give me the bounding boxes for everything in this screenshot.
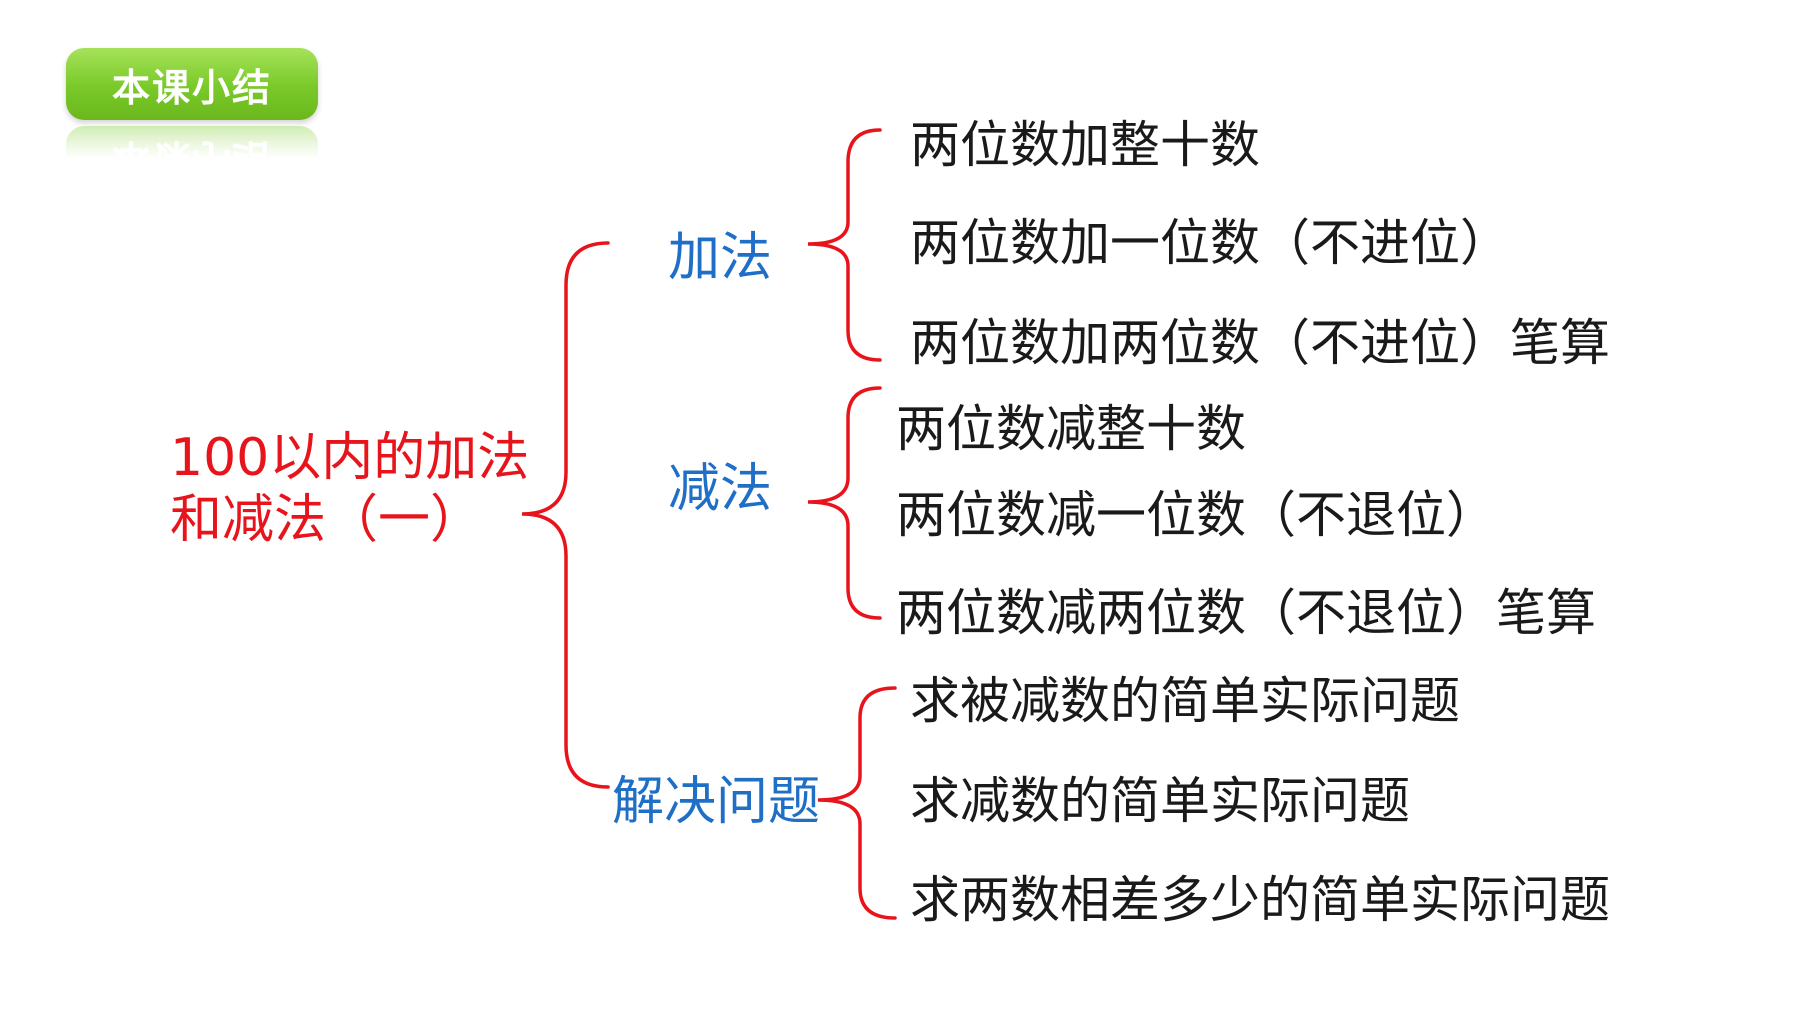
root-topic: 100以内的加法 和减法（一） [170,427,529,551]
leaf-subtraction-1: 两位数减整十数 [896,400,1246,458]
root-topic-line1: 100以内的加法 [170,428,530,488]
leaf-addition-1: 两位数加整十数 [910,116,1260,174]
root-topic-line2: 和减法（一） [170,490,483,550]
leaf-addition-3: 两位数加两位数（不进位）笔算 [910,314,1610,372]
leaf-problem-1: 求被减数的简单实际问题 [910,672,1460,730]
summary-badge: 本课小结 [66,48,318,120]
leaf-problem-2: 求减数的简单实际问题 [910,772,1410,830]
branch-problem-solving: 解决问题 [612,772,821,832]
branch-addition: 加法 [668,228,773,288]
addition-brace [807,128,882,362]
subtraction-brace [807,386,882,620]
leaf-subtraction-2: 两位数减一位数（不退位） [896,486,1496,544]
root-brace [521,241,610,789]
leaf-addition-2: 两位数加一位数（不进位） [910,214,1510,272]
branch-subtraction: 减法 [668,459,773,519]
leaf-problem-3: 求两数相差多少的简单实际问题 [910,871,1610,929]
leaf-subtraction-3: 两位数减两位数（不退位）笔算 [896,584,1596,642]
summary-badge-group: 本课小结 本课小结 [66,48,318,198]
problem-solving-brace [817,686,897,920]
